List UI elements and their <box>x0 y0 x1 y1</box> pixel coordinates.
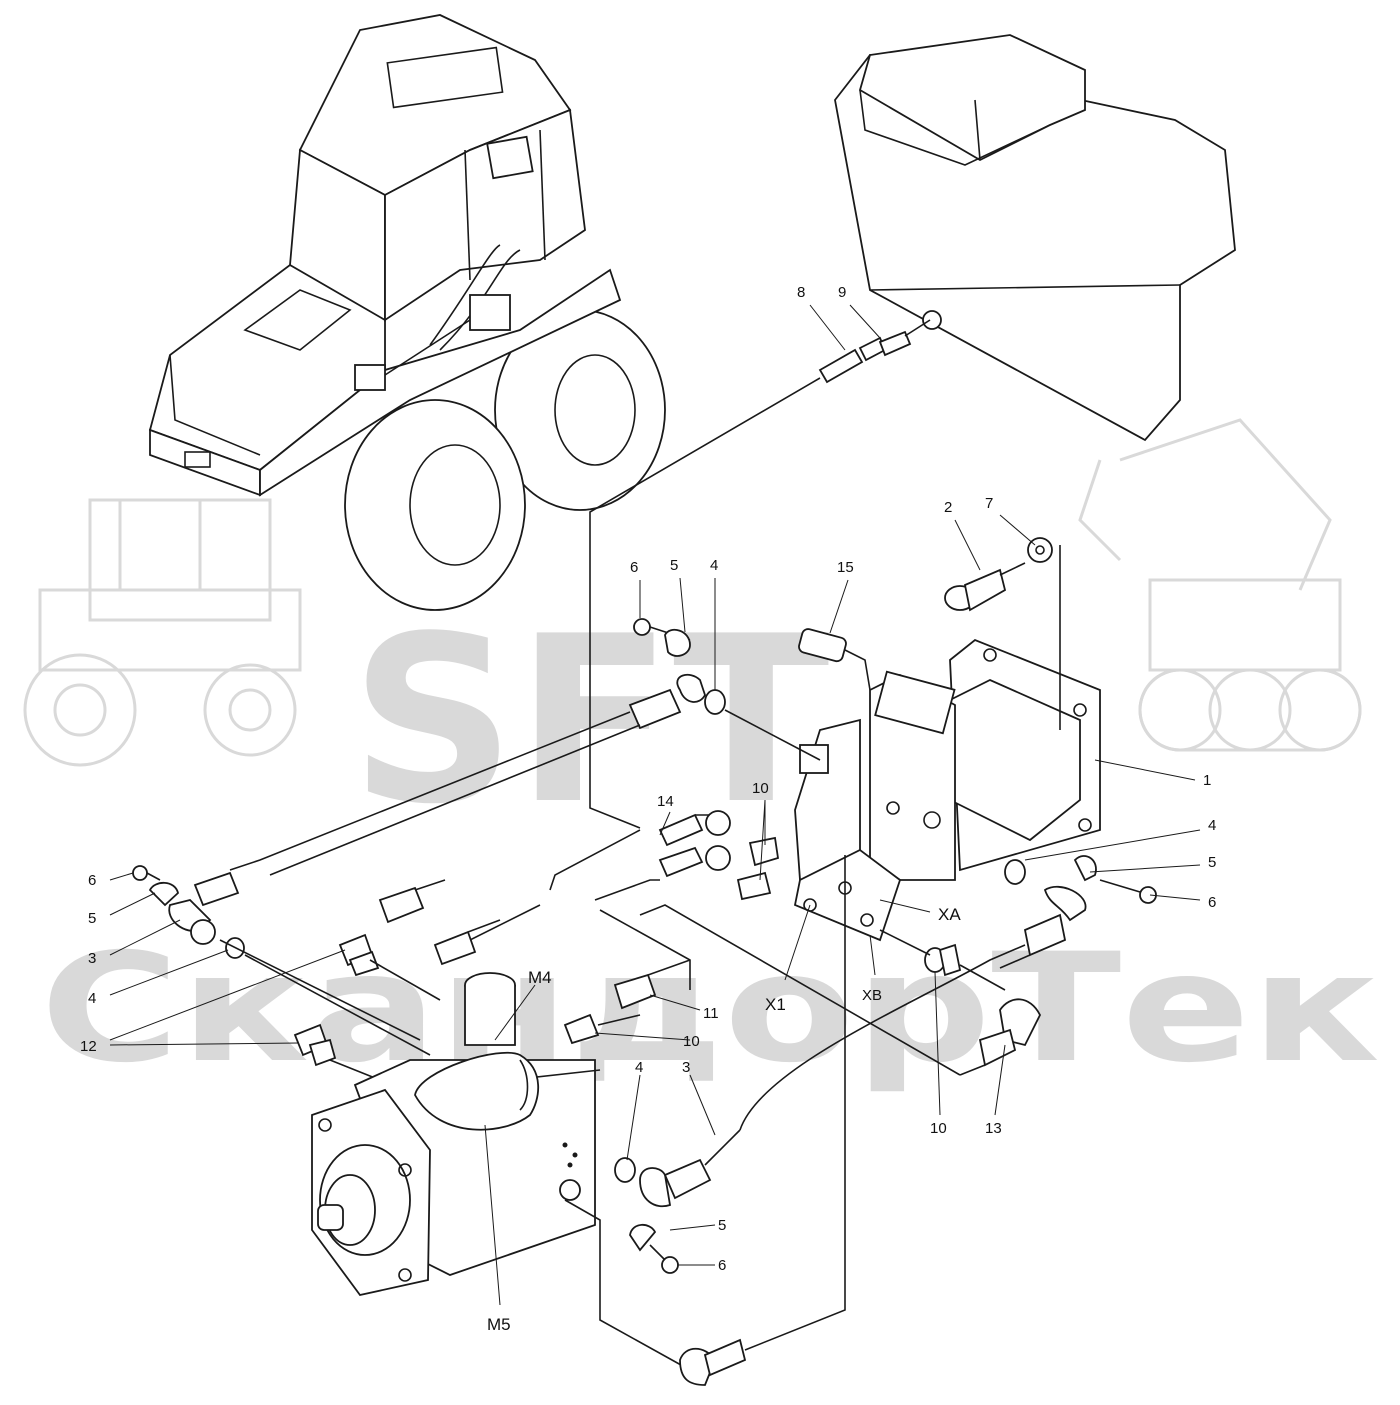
callout-X1: X1 <box>765 995 786 1014</box>
callout-labels: 8 9 2 7 15 6 5 4 1 14 10 4 5 6 XA XB X1 … <box>80 284 1216 1334</box>
callout-10-pump: 10 <box>683 1033 700 1050</box>
front-wheel <box>344 399 526 611</box>
watermark-brand-text: СкандорТек <box>40 922 1380 1096</box>
hydraulic-tank <box>834 34 1236 442</box>
callout-4-lower: 4 <box>635 1059 643 1076</box>
callout-XB: XB <box>862 987 882 1004</box>
callout-5-left: 5 <box>88 910 96 927</box>
mounting-bolt <box>944 537 1061 730</box>
callout-6-right: 6 <box>1208 894 1216 911</box>
callout-5-top: 5 <box>670 557 678 574</box>
hoses-middle <box>439 810 961 1076</box>
elbow-fitting-top <box>229 618 821 876</box>
callout-4-left: 4 <box>88 990 96 1007</box>
callout-6-top: 6 <box>630 559 638 576</box>
callout-6-left: 6 <box>88 872 96 889</box>
callout-8: 8 <box>797 284 805 301</box>
callout-9: 9 <box>838 284 846 301</box>
hoses-right <box>739 855 1157 1131</box>
fittings-pump-top <box>563 959 691 1045</box>
callout-2: 2 <box>944 499 952 516</box>
watermark-excavator-icon <box>1078 418 1362 752</box>
callout-3-left: 3 <box>88 950 96 967</box>
pressure-hose-lower <box>614 1129 741 1274</box>
callout-11: 11 <box>703 1005 719 1022</box>
fittings-left <box>132 865 501 1081</box>
callout-15: 15 <box>837 559 854 576</box>
callout-4-right: 4 <box>1208 817 1216 834</box>
callout-14: 14 <box>657 793 674 810</box>
suction-hose-fitting <box>818 319 931 384</box>
callout-M4: M4 <box>528 968 552 987</box>
watermark-tractor-icon <box>23 498 302 767</box>
callout-M5: M5 <box>487 1315 511 1334</box>
pressure-filter <box>798 628 871 691</box>
control-valve-block <box>793 638 1101 942</box>
machine-body <box>148 263 622 497</box>
callout-13: 13 <box>985 1120 1002 1137</box>
callout-5-right: 5 <box>1208 854 1216 871</box>
callout-12: 12 <box>80 1038 97 1055</box>
callout-XA: XA <box>938 905 961 924</box>
callout-1: 1 <box>1203 772 1211 789</box>
machine-drawing <box>148 14 666 611</box>
callout-3-lower: 3 <box>682 1059 690 1076</box>
callout-6-lower: 6 <box>718 1257 726 1274</box>
callout-5-lower: 5 <box>718 1217 726 1234</box>
callout-leaders <box>109 304 1201 1306</box>
callout-7: 7 <box>985 495 993 512</box>
callout-4-top: 4 <box>710 557 718 574</box>
machine-cab <box>289 14 586 391</box>
callout-10-middle: 10 <box>752 780 769 797</box>
callout-10-right: 10 <box>930 1120 947 1137</box>
suction-line <box>589 377 821 829</box>
